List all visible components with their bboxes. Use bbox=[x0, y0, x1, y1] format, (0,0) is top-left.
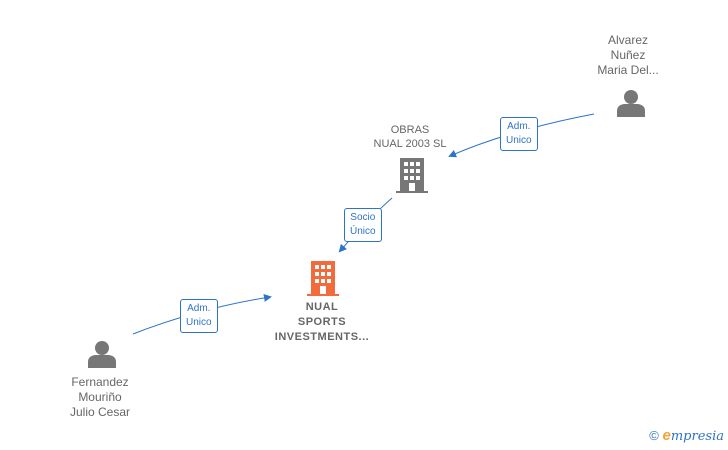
person-icon[interactable] bbox=[87, 340, 117, 373]
node-alvarez-line: Maria Del... bbox=[597, 63, 659, 77]
person-icon[interactable] bbox=[616, 89, 646, 122]
edge-badge-alvarez-obras[interactable]: Adm. Unico bbox=[500, 117, 538, 151]
node-alvarez-line: Alvarez bbox=[607, 33, 648, 47]
edge-badge-line: Adm. bbox=[507, 121, 531, 132]
node-nual-line: SPORTS bbox=[297, 316, 347, 328]
edge-badge-line: Unico bbox=[186, 317, 212, 328]
node-alvarez-line: Nuñez bbox=[610, 48, 646, 62]
brand-e: e bbox=[662, 427, 671, 444]
edge-badge-fernandez-nual[interactable]: Adm. Unico bbox=[180, 299, 218, 333]
edge-badge-obras-nual[interactable]: Socio Único bbox=[344, 208, 382, 242]
brand-rest: mpresia bbox=[670, 429, 724, 444]
node-obras-line: NUAL 2003 SL bbox=[373, 138, 447, 150]
building-icon[interactable] bbox=[307, 261, 339, 301]
copyright-icon: © bbox=[649, 428, 659, 443]
edge-badge-line: Adm. bbox=[187, 303, 211, 314]
node-fernandez-label[interactable]: Fernandez Mouriño Julio Cesar bbox=[55, 375, 145, 420]
node-fernandez-line: Julio Cesar bbox=[69, 405, 131, 419]
building-icon[interactable] bbox=[396, 158, 428, 198]
node-obras-line: OBRAS bbox=[390, 124, 430, 136]
empresia-logo: © empresia bbox=[649, 427, 724, 444]
edge-badge-line: Socio bbox=[350, 212, 376, 223]
node-fernandez-line: Mouriño bbox=[78, 390, 122, 404]
node-obras-label[interactable]: OBRAS NUAL 2003 SL bbox=[360, 123, 460, 151]
node-nual-label[interactable]: NUAL SPORTS INVESTMENTS... bbox=[262, 300, 382, 345]
edge-badge-line: Unico bbox=[506, 135, 532, 146]
node-nual-line: NUAL bbox=[305, 301, 339, 313]
node-fernandez-line: Fernandez bbox=[71, 375, 129, 389]
edge-badge-line: Único bbox=[350, 226, 376, 237]
node-alvarez-label[interactable]: Alvarez Nuñez Maria Del... bbox=[588, 33, 668, 78]
node-nual-line: INVESTMENTS... bbox=[274, 331, 370, 343]
